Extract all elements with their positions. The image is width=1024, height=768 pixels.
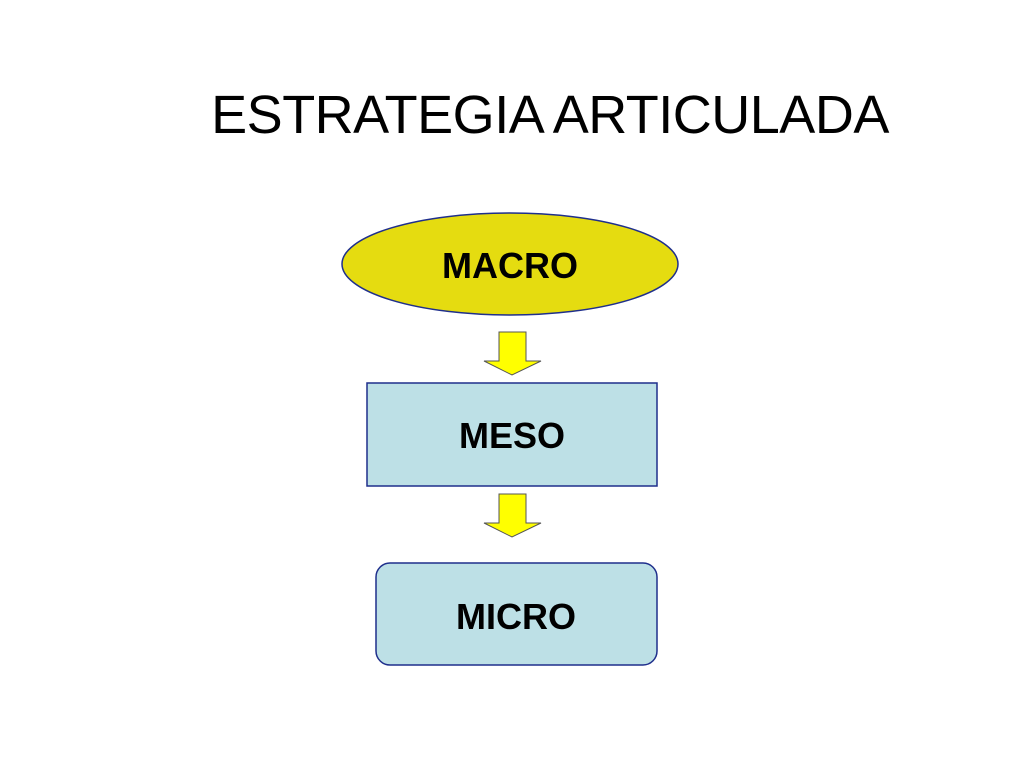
arrow-meso-to-micro [483, 493, 542, 538]
macro-label: MACRO [442, 245, 578, 286]
meso-label: MESO [459, 415, 565, 456]
micro-box [375, 562, 658, 666]
micro-label: MICRO [456, 596, 576, 637]
micro-node: MICRO [375, 562, 658, 666]
arrow-macro-to-meso [483, 331, 542, 376]
meso-node: MESO [366, 382, 658, 487]
meso-box [366, 382, 658, 487]
slide-title: ESTRATEGIA ARTICULADA [211, 85, 889, 145]
macro-ellipse [341, 212, 679, 316]
macro-node: MACRO [341, 212, 679, 316]
